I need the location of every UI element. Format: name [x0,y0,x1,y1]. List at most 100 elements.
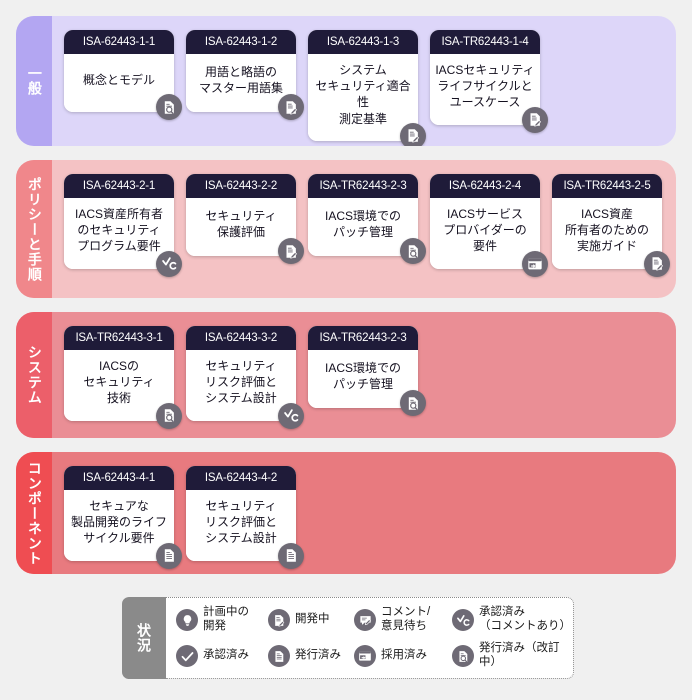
check-icon [176,645,198,667]
status-legend: 状況 計画中の 開発 開発中 コメント/ 意見待ち承認済み （コメントあり） 承認済み 発… [122,597,574,679]
standard-card[interactable]: ISA-62443-4-1 セキュアな 製品開発のライフ サイクル要件 [64,466,182,569]
document-pencil-icon[interactable] [278,238,304,264]
legend-item: 承認済み （コメントあり） [452,606,571,633]
check-c-icon[interactable] [278,402,304,429]
standard-title: セキュリティ リスク評価と システム設計 [204,359,277,406]
standard-title: IACS環境での パッチ管理 [324,208,401,239]
standard-code: ISA-62443-1-1 [64,30,174,54]
standard-code: ISA-TR62443-3-1 [64,326,174,350]
legend-item-label: 開発中 [295,613,330,626]
standard-code: ISA-62443-1-2 [186,30,296,54]
legend-item-label: 計画中の 開発 [203,606,249,632]
standard-card[interactable]: ISA-62443-1-2 用語と略語の マスター用語集 [186,30,304,120]
row-category-label: コンポーネント [16,452,52,574]
standard-card-inner: ISA-62443-4-2 セキュリティ リスク評価と システム設計 [186,466,296,561]
comment-pencil-icon [354,609,376,631]
window-arrow-icon [354,645,376,667]
standards-row: コンポーネント ISA-62443-4-1 セキュアな 製品開発のライフ サイクル要… [16,452,676,574]
standard-card-inner: ISA-62443-1-2 用語と略語の マスター用語集 [186,30,296,112]
document-pencil-icon[interactable] [278,94,304,120]
legend-item-label: 発行済み [295,649,341,662]
standard-code: ISA-62443-4-1 [64,466,174,490]
document-icon [268,645,290,667]
legend-item-label: 発行済み（改訂中） [479,642,560,668]
row-category-label: 一般 [16,16,52,146]
standard-code: ISA-62443-1-3 [308,30,418,54]
standard-title: 用語と略語の マスター用語集 [198,64,283,95]
document-icon[interactable] [278,542,304,569]
document-magnifier-icon[interactable] [400,390,426,416]
legend-item: 計画中の 開発 [176,606,268,633]
window-arrow-icon[interactable] [522,250,548,277]
standard-code: ISA-TR62443-2-3 [308,326,418,350]
lightbulb-icon [176,609,198,631]
standard-title: IACS環境での パッチ管理 [324,360,401,391]
standard-code: ISA-62443-3-2 [186,326,296,350]
standard-title: IACSの セキュリティ 技術 [83,359,155,406]
check-c-icon [452,609,474,631]
standard-card[interactable]: ISA-62443-3-2 セキュリティ リスク評価と システム設計 [186,326,304,429]
row-category-label: ポリシーと手順 [16,160,52,298]
standard-card-inner: ISA-62443-2-2 セキュリティ 保護評価 [186,174,296,256]
standard-code: ISA-TR62443-2-5 [552,174,662,198]
document-pencil-icon[interactable] [522,106,548,133]
legend-items-box: 計画中の 開発 開発中 コメント/ 意見待ち承認済み （コメントあり） 承認済み 発行済… [166,597,574,679]
standard-code: ISA-62443-4-2 [186,466,296,490]
legend-item: 承認済み [176,645,268,667]
row-category-label: システム [16,312,52,438]
document-pencil-icon[interactable] [644,250,670,277]
legend-item: 採用済み [354,645,452,667]
standard-card-inner: ISA-62443-4-1 セキュアな 製品開発のライフ サイクル要件 [64,466,174,561]
legend-item: 開発中 [268,609,354,631]
standard-code: ISA-TR62443-2-3 [308,174,418,198]
legend-item-label: 承認済み [203,649,249,662]
document-magnifier-icon[interactable] [156,94,182,120]
standard-card[interactable]: ISA-62443-4-2 セキュリティ リスク評価と システム設計 [186,466,304,569]
legend-item: コメント/ 意見待ち [354,606,452,633]
legend-item-label: 採用済み [381,649,427,662]
check-c-icon[interactable] [156,250,182,277]
standard-title: IACSサービス プロバイダーの 要件 [443,207,527,254]
standard-code: ISA-62443-2-1 [64,174,174,198]
standard-title: IACSセキュリティ ライフサイクルと ユースケース [435,63,535,110]
document-icon[interactable] [156,542,182,569]
standard-title: セキュアな 製品開発のライフ サイクル要件 [70,499,167,546]
standard-code: ISA-62443-2-2 [186,174,296,198]
document-magnifier-icon[interactable] [156,402,182,429]
standard-title: セキュリティ 保護評価 [205,208,277,239]
standard-title: IACS資産所有者 のセキュリティ プログラム要件 [74,207,163,254]
document-magnifier-icon[interactable] [400,238,426,264]
standard-card[interactable]: ISA-62443-2-2 セキュリティ 保護評価 [186,174,304,264]
standard-title: セキュリティ リスク評価と システム設計 [204,499,277,546]
document-pencil-icon [268,609,290,631]
legend-item: 発行済み（改訂中） [452,642,567,669]
legend-title: 状況 [122,597,166,679]
document-pencil-icon[interactable] [400,122,426,146]
document-magnifier-icon [452,645,474,667]
legend-item-label: コメント/ 意見待ち [381,606,431,632]
legend-item: 発行済み [268,645,354,667]
